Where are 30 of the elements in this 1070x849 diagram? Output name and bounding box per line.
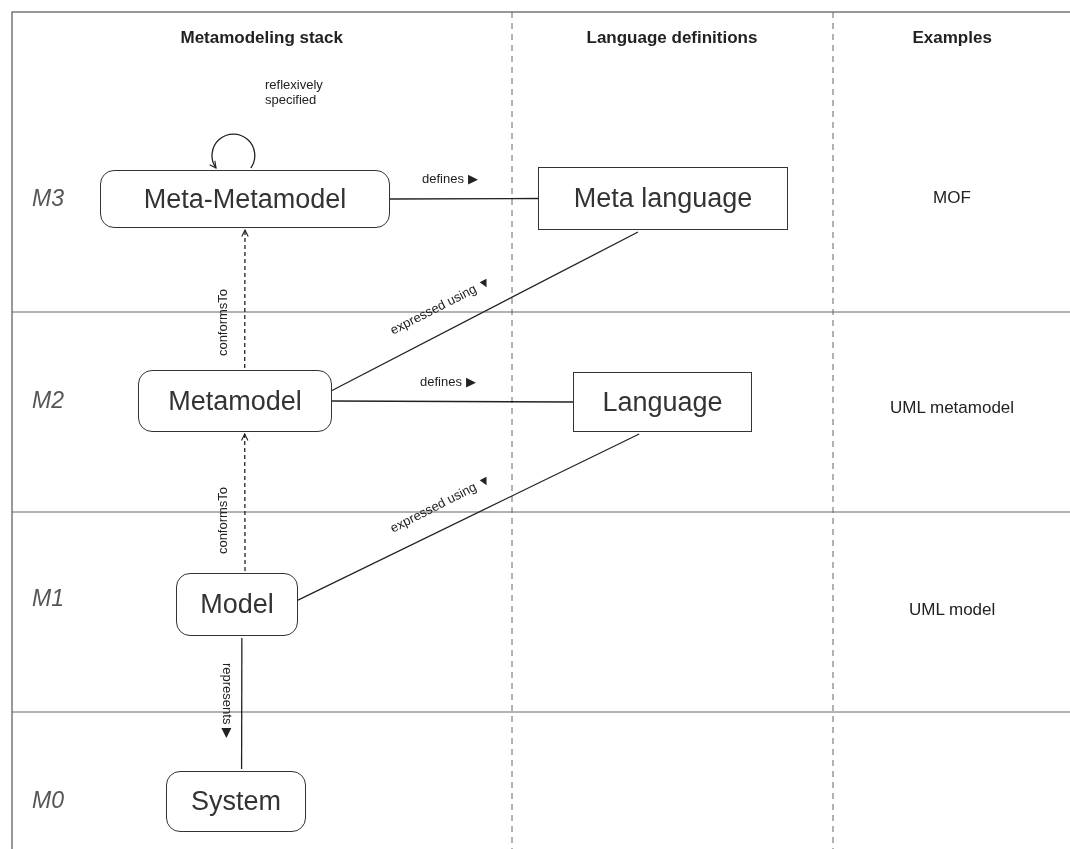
language-box: Meta language — [538, 167, 788, 230]
dashed-arrow — [241, 229, 249, 369]
dashed-arrow — [240, 433, 249, 572]
edge-label: defines ▶ — [422, 170, 478, 186]
model-box: Metamodel — [138, 370, 332, 432]
connector-line — [389, 197, 539, 200]
language-box: Language — [573, 372, 752, 432]
example-text: MOF — [933, 188, 971, 208]
edge-label: conformsTo — [214, 288, 230, 356]
level-label: M0 — [32, 786, 64, 814]
connector-line — [240, 637, 243, 770]
edge-label: reflexively specified — [265, 77, 324, 107]
model-box: Meta-Metamodel — [100, 170, 390, 228]
edge-label: represents ▶ — [219, 662, 235, 738]
edge-label: conformsTo — [214, 486, 230, 554]
connector-line — [209, 133, 256, 169]
model-box: System — [166, 771, 306, 832]
connector-line — [331, 400, 574, 403]
level-label: M1 — [32, 584, 64, 612]
column-header: Language definitions — [586, 28, 758, 48]
example-text: UML model — [909, 600, 996, 620]
connector-line — [331, 231, 639, 392]
model-box: Model — [176, 573, 298, 636]
connector-line — [297, 433, 640, 601]
example-text: UML metamodel — [890, 398, 1015, 418]
column-header: Metamodeling stack — [180, 28, 343, 48]
column-header: Examples — [912, 28, 992, 48]
level-label: M3 — [32, 184, 64, 212]
level-label: M2 — [32, 386, 64, 414]
edge-label: defines ▶ — [420, 373, 476, 389]
